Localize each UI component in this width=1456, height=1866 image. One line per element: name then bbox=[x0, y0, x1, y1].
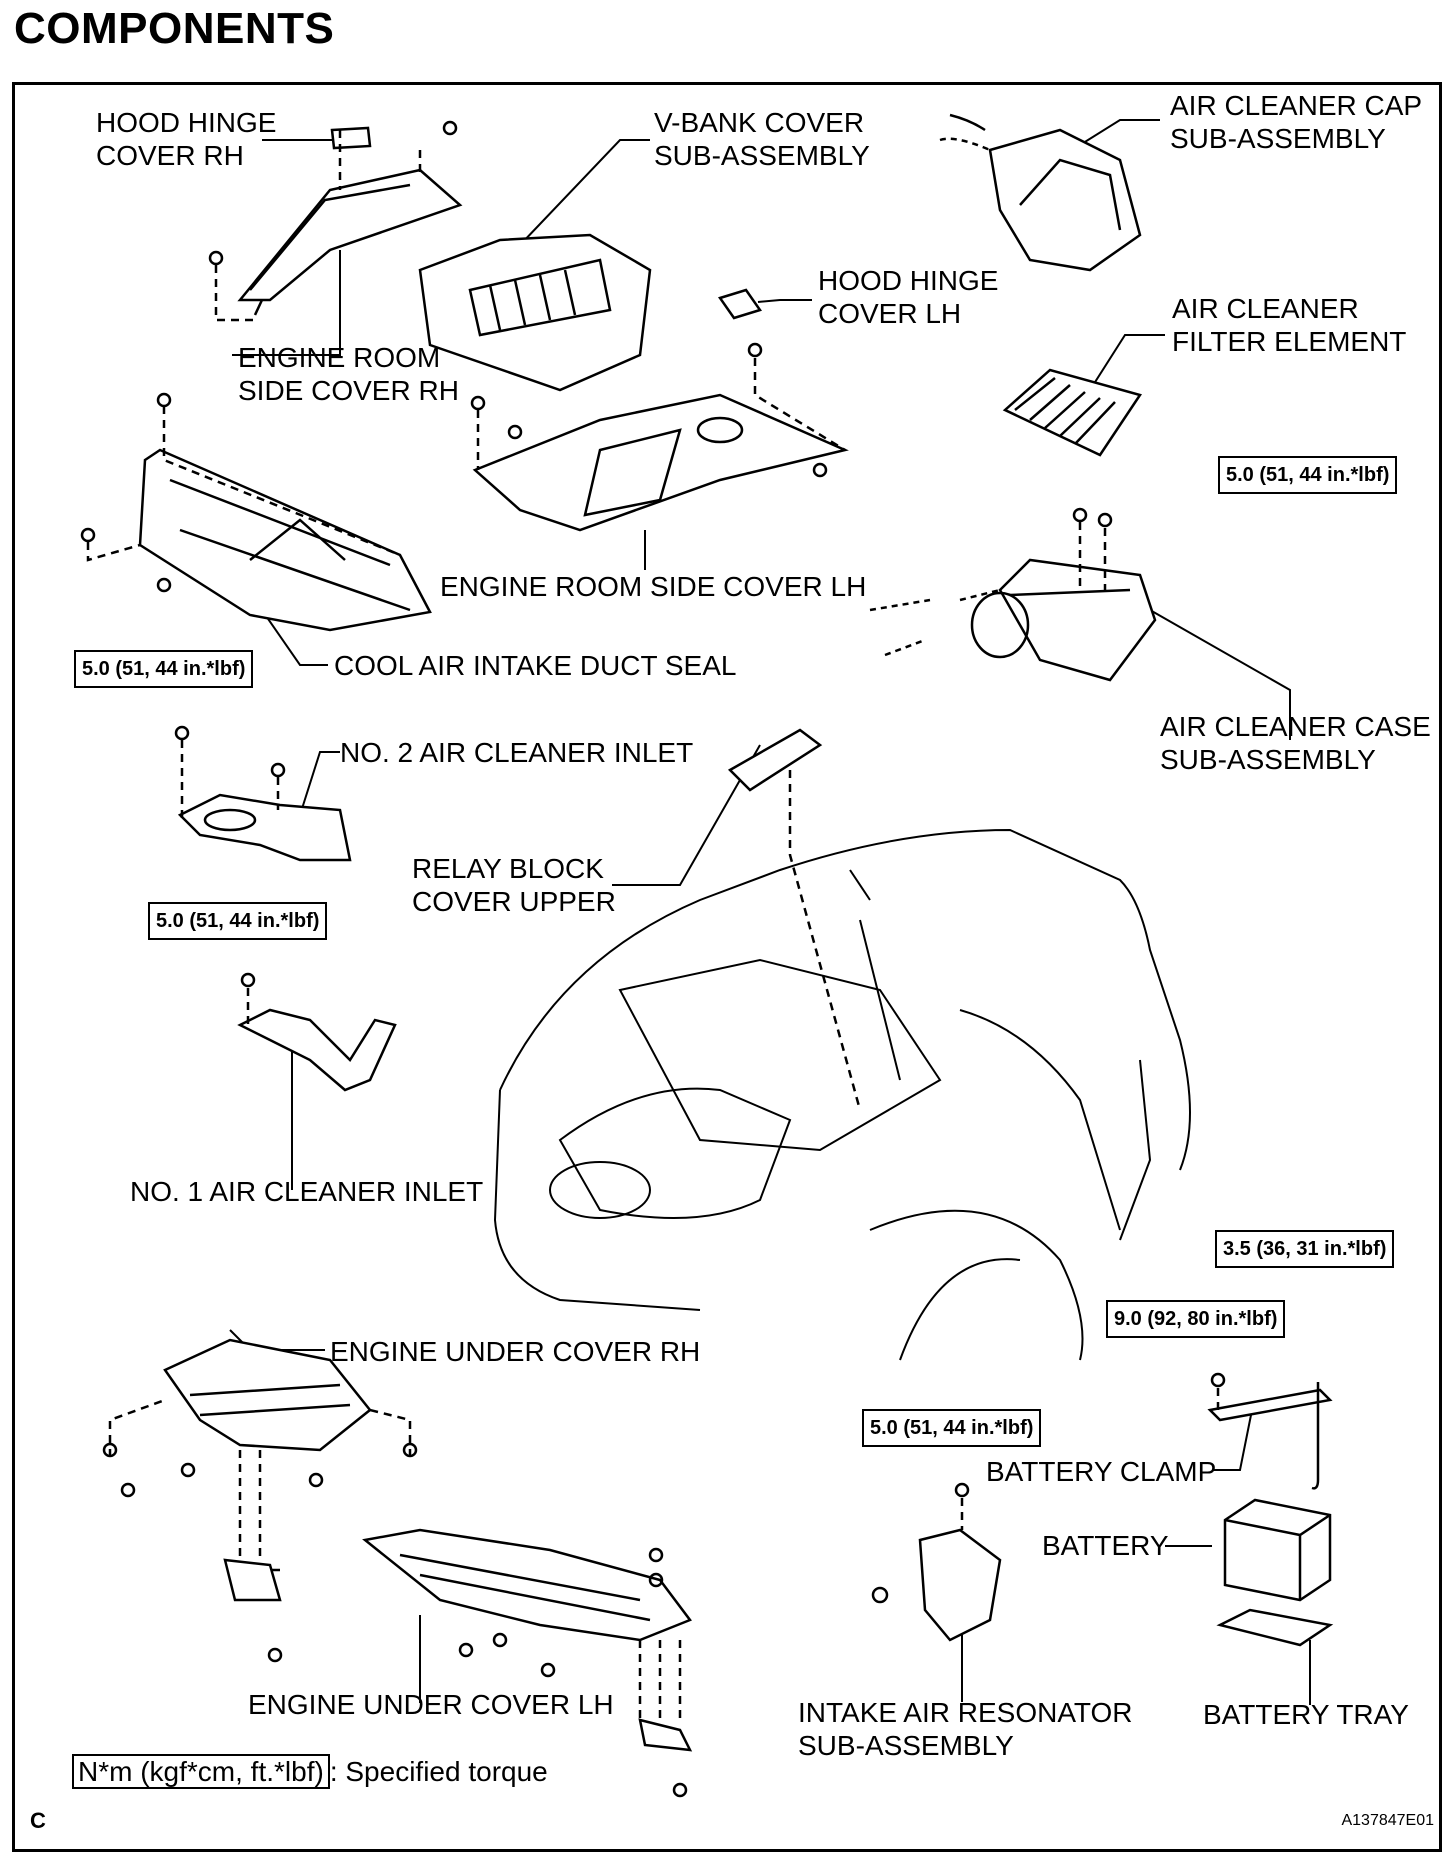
torque-air-cleaner-case: 5.0 (51, 44 in.*lbf) bbox=[1218, 456, 1398, 494]
no1-air-cleaner-inlet-part bbox=[237, 972, 397, 1092]
torque-no1-inlet: 5.0 (51, 44 in.*lbf) bbox=[148, 902, 328, 940]
label-battery-clamp: BATTERY CLAMP bbox=[986, 1456, 1217, 1487]
air-cleaner-filter-element-part bbox=[1002, 368, 1142, 457]
section-code: C bbox=[30, 1808, 46, 1833]
engine-under-cover-lh-part bbox=[362, 1528, 693, 1798]
label-hood-hinge-cover-rh: HOOD HINGE COVER RH bbox=[96, 107, 277, 171]
battery-tray-part bbox=[1216, 1608, 1334, 1647]
label-no2-air-cleaner-inlet: NO. 2 AIR CLEANER INLET bbox=[340, 737, 694, 768]
label-engine-under-cover-lh: ENGINE UNDER COVER LH bbox=[248, 1689, 614, 1720]
air-cleaner-case-part bbox=[869, 507, 1157, 682]
label-engine-under-cover-rh: ENGINE UNDER COVER RH bbox=[330, 1336, 701, 1367]
figure-id: A137847E01 bbox=[1341, 1812, 1434, 1829]
torque-legend: N*m (kgf*cm, ft.*lbf): Specified torque bbox=[72, 1754, 548, 1789]
label-air-cleaner-cap: AIR CLEANER CAP SUB-ASSEMBLY bbox=[1170, 90, 1423, 154]
label-battery: BATTERY bbox=[1042, 1530, 1169, 1561]
legend-text: : Specified torque bbox=[329, 1756, 548, 1787]
legend-unit-box: N*m (kgf*cm, ft.*lbf) bbox=[72, 1754, 330, 1789]
label-battery-tray: BATTERY TRAY bbox=[1203, 1699, 1409, 1730]
cool-air-intake-duct-seal-part bbox=[80, 392, 432, 632]
torque-resonator: 5.0 (51, 44 in.*lbf) bbox=[862, 1409, 1042, 1447]
no2-air-cleaner-inlet-part bbox=[174, 725, 352, 862]
hood-hinge-cover-rh-part bbox=[330, 126, 372, 150]
engine-under-cover-rh-part bbox=[102, 1338, 418, 1663]
relay-block-cover-upper-part bbox=[727, 728, 862, 1111]
label-air-cleaner-case: AIR CLEANER CASE SUB-ASSEMBLY bbox=[1160, 711, 1431, 775]
label-hood-hinge-cover-lh: HOOD HINGE COVER LH bbox=[818, 265, 999, 329]
label-v-bank-cover: V-BANK COVER SUB-ASSEMBLY bbox=[654, 107, 870, 171]
label-cool-air-intake-duct-seal: COOL AIR INTAKE DUCT SEAL bbox=[334, 650, 737, 681]
air-cleaner-cap-part bbox=[939, 113, 1142, 272]
torque-battery-clamp: 9.0 (92, 80 in.*lbf) bbox=[1106, 1300, 1286, 1338]
engine-room-side-cover-rh-part bbox=[208, 120, 463, 322]
leader-lines bbox=[229, 119, 1311, 1705]
v-bank-cover-part bbox=[418, 233, 652, 392]
battery-part bbox=[1223, 1498, 1332, 1602]
label-no1-air-cleaner-inlet: NO. 1 AIR CLEANER INLET bbox=[130, 1176, 484, 1207]
battery-clamp-part bbox=[1207, 1372, 1333, 1490]
label-intake-air-resonator: INTAKE AIR RESONATOR SUB-ASSEMBLY bbox=[798, 1697, 1133, 1761]
page-title: COMPONENTS bbox=[14, 4, 335, 53]
torque-battery-hold-rod: 3.5 (36, 31 in.*lbf) bbox=[1215, 1230, 1395, 1268]
intake-air-resonator-part bbox=[871, 1482, 1002, 1642]
label-engine-room-side-cover-rh: ENGINE ROOM SIDE COVER RH bbox=[238, 342, 459, 406]
label-relay-block-cover-upper: RELAY BLOCK COVER UPPER bbox=[412, 853, 616, 917]
hood-hinge-cover-lh-part bbox=[717, 288, 763, 358]
engine-room-side-cover-lh-part bbox=[470, 358, 849, 532]
diagram-frame bbox=[12, 82, 1442, 1852]
vehicle-outline bbox=[493, 828, 1191, 1361]
torque-no2-inlet: 5.0 (51, 44 in.*lbf) bbox=[74, 650, 254, 688]
label-air-cleaner-filter-element: AIR CLEANER FILTER ELEMENT bbox=[1172, 293, 1407, 357]
label-engine-room-side-cover-lh: ENGINE ROOM SIDE COVER LH bbox=[440, 571, 867, 602]
